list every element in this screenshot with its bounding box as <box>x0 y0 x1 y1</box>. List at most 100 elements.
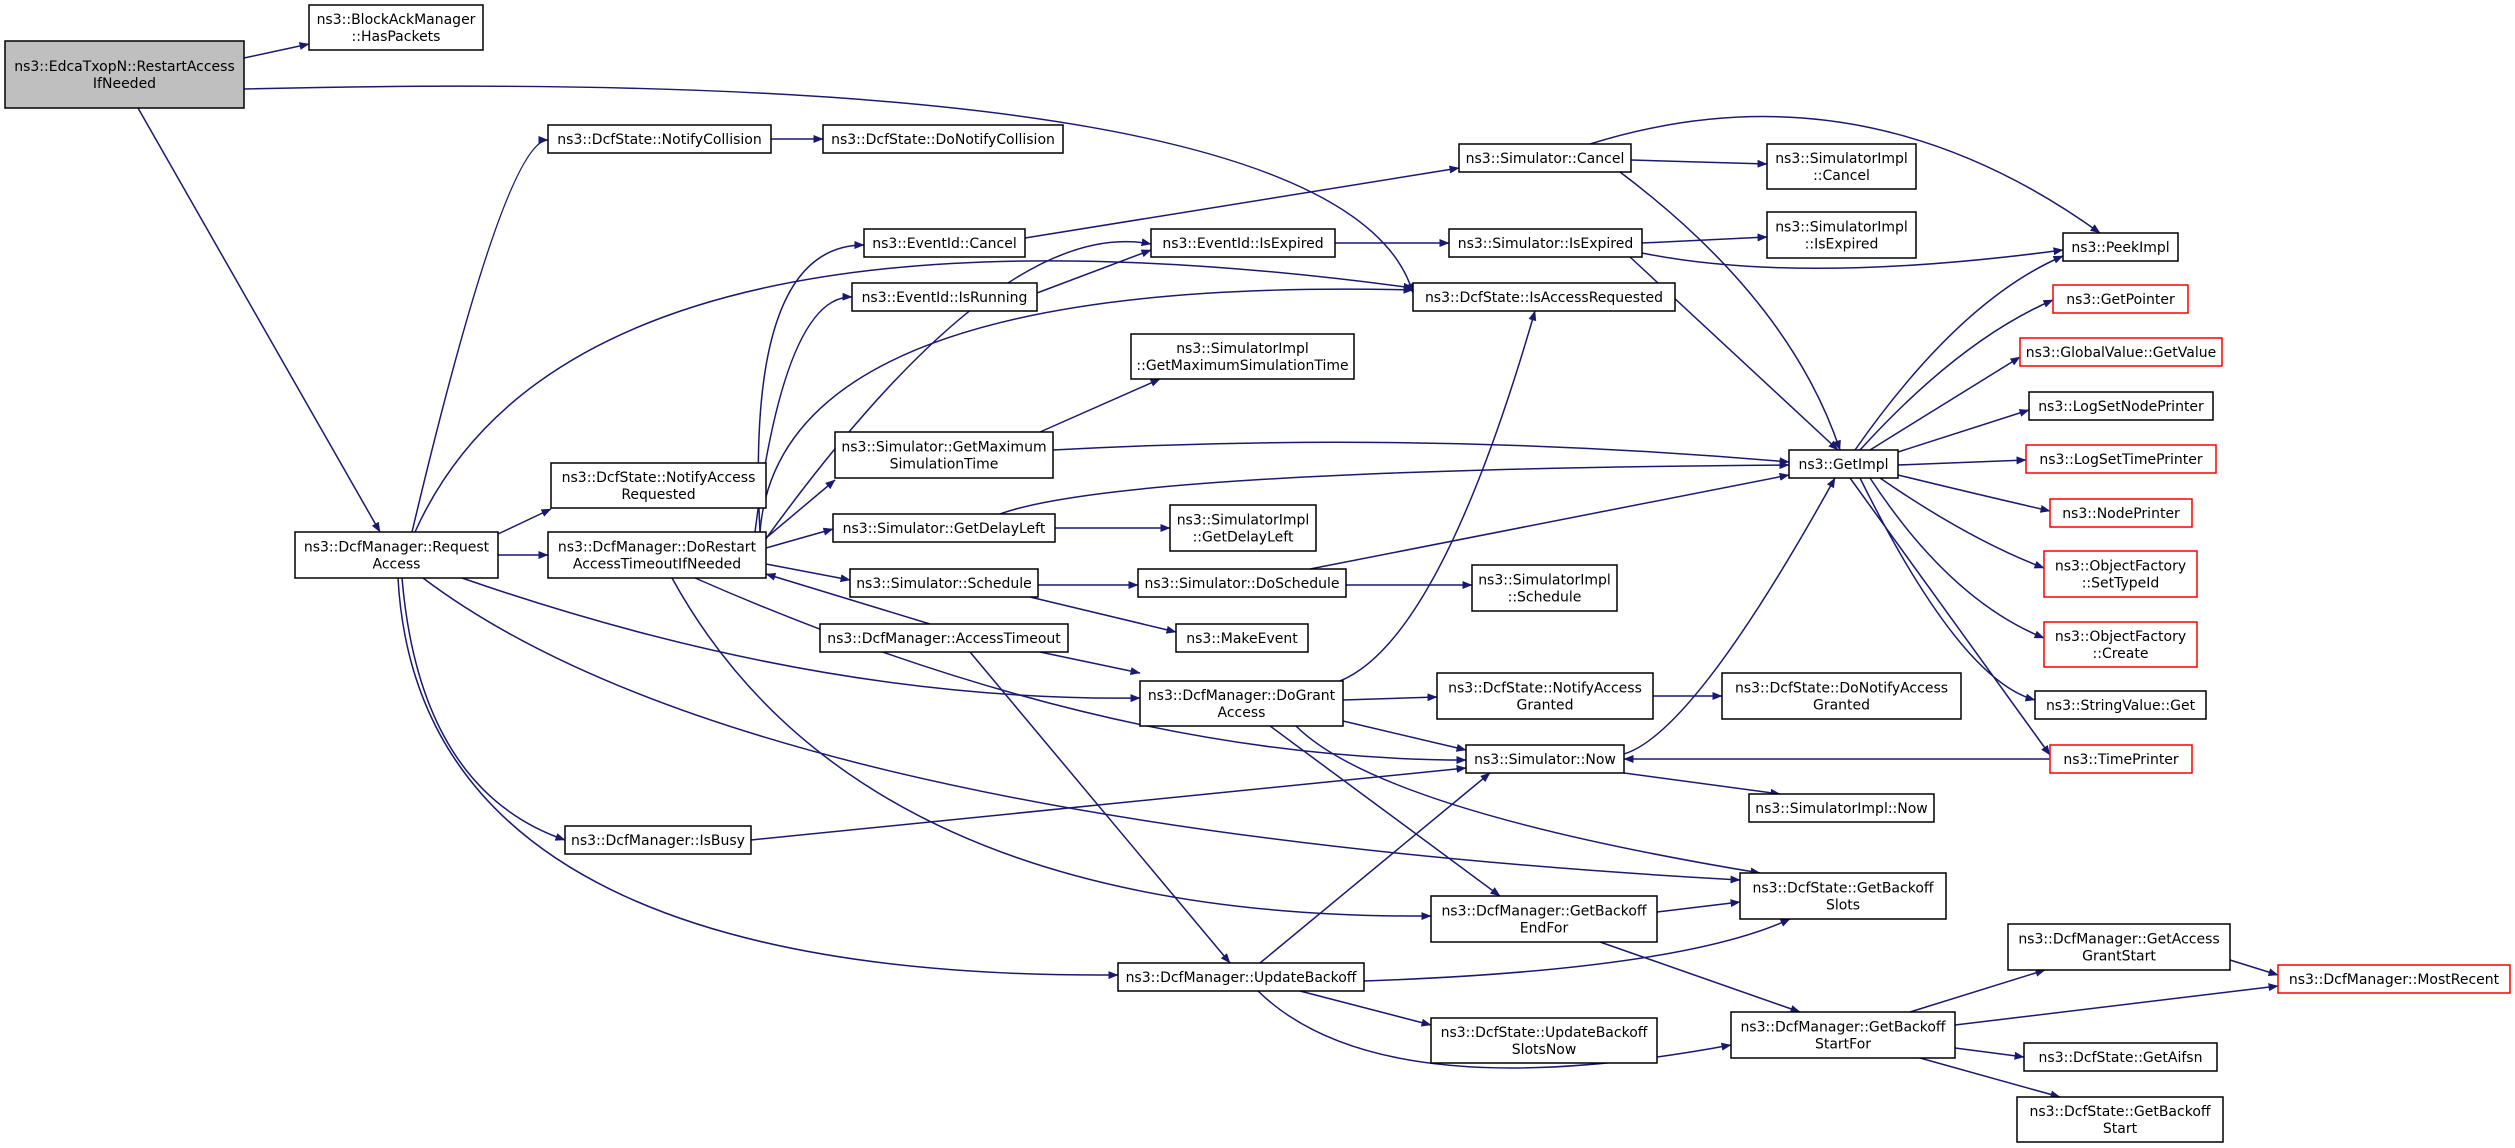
function-node-notifyColl[interactable]: ns3::DcfState::NotifyCollision <box>547 124 772 154</box>
node-box <box>1721 672 1962 720</box>
function-node-evIsExpired[interactable]: ns3::EventId::IsExpired <box>1150 228 1336 258</box>
node-label-line: ns3::DcfState::NotifyAccess <box>1448 681 1642 697</box>
call-edge-accessTimeout-to-updateBackoff <box>969 651 1231 964</box>
function-node-ofCreate[interactable]: ns3::ObjectFactory::Create <box>2043 621 2198 668</box>
node-label-line: ns3::SimulatorImpl <box>1775 220 1908 236</box>
function-node-getImpl[interactable]: ns3::GetImpl <box>1788 449 1899 479</box>
node-box <box>2019 337 2223 367</box>
node-label-line: ns3::EventId::IsExpired <box>1162 236 1323 252</box>
node-label-line: ns3::Simulator::IsExpired <box>1458 236 1634 252</box>
node-label-line: ns3::DcfState::GetAifsn <box>2039 1050 2203 1066</box>
function-node-simDoSchedule[interactable]: ns3::Simulator::DoSchedule <box>1137 568 1347 598</box>
function-node-doRestart[interactable]: ns3::DcfManager::DoRestartAccessTimeoutI… <box>547 531 767 579</box>
function-node-getPointer[interactable]: ns3::GetPointer <box>2052 284 2189 314</box>
node-label-line: ns3::SimulatorImpl::Now <box>1755 801 1928 817</box>
function-node-doNotifyColl[interactable]: ns3::DcfState::DoNotifyCollision <box>822 124 1064 154</box>
node-box <box>550 462 767 509</box>
function-node-updateBackoff[interactable]: ns3::DcfManager::UpdateBackoff <box>1117 962 1365 992</box>
function-node-stringValueGet[interactable]: ns3::StringValue::Get <box>2034 690 2207 720</box>
node-label-line: Access <box>1218 705 1266 721</box>
node-box <box>2016 1096 2224 1143</box>
node-label-line: ns3::DcfState::GetBackoff <box>2029 1104 2210 1120</box>
function-node-logSetNode[interactable]: ns3::LogSetNodePrinter <box>2028 391 2214 421</box>
function-node-accessTimeout[interactable]: ns3::DcfManager::AccessTimeout <box>819 623 1069 653</box>
node-box <box>1412 282 1676 312</box>
node-box <box>564 825 752 855</box>
node-label-line: Granted <box>1813 698 1870 714</box>
function-node-isAccessReq[interactable]: ns3::DcfState::IsAccessRequested <box>1412 282 1676 312</box>
function-node-isBusy[interactable]: ns3::DcfManager::IsBusy <box>564 825 752 855</box>
call-edge-doGrant-to-getBackoffEndFor <box>1269 725 1501 897</box>
function-node-implGetDelay[interactable]: ns3::SimulatorImpl::GetDelayLeft <box>1169 504 1317 552</box>
call-edge-doRestart-to-simGetDelay <box>765 527 834 549</box>
function-node-makeEvent[interactable]: ns3::MakeEvent <box>1175 623 1309 653</box>
function-node-simCancel[interactable]: ns3::Simulator::Cancel <box>1458 143 1632 173</box>
node-label-line: ::Create <box>2093 646 2149 662</box>
node-label-line: ns3::DcfManager::DoGrant <box>1148 688 1336 704</box>
node-label-line: ns3::SimulatorImpl <box>1177 513 1310 529</box>
function-node-simGetDelay[interactable]: ns3::Simulator::GetDelayLeft <box>832 513 1056 543</box>
call-edge-getBackoffStartFor-to-getAifsn <box>1954 1047 2025 1060</box>
function-node-ofSetTypeId[interactable]: ns3::ObjectFactory::SetTypeId <box>2043 550 2198 598</box>
node-box <box>547 124 772 154</box>
node-box <box>1130 333 1355 380</box>
function-node-peekImpl[interactable]: ns3::PeekImpl <box>2062 232 2179 262</box>
node-label-line: SlotsNow <box>1512 1042 1577 1058</box>
function-node-timePrinter[interactable]: ns3::TimePrinter <box>2049 744 2193 774</box>
node-label-line: ns3::EdcaTxopN::RestartAccess <box>14 59 235 75</box>
function-node-simGetMax[interactable]: ns3::Simulator::GetMaximumSimulationTime <box>834 431 1054 479</box>
function-node-globalValue[interactable]: ns3::GlobalValue::GetValue <box>2019 337 2223 367</box>
function-node-evCancel[interactable]: ns3::EventId::Cancel <box>863 228 1026 258</box>
function-node-implCancel[interactable]: ns3::SimulatorImpl::Cancel <box>1766 143 1917 190</box>
node-label-line: ns3::DcfManager::GetAccess <box>2018 932 2219 948</box>
function-node-nodePrinter[interactable]: ns3::NodePrinter <box>2049 498 2193 528</box>
node-label-line: ns3::ObjectFactory <box>2055 629 2186 645</box>
call-edge-getBackoffStartFor-to-getAccessGrantStart <box>1909 969 2046 1013</box>
node-label-line: ns3::DcfManager::UpdateBackoff <box>1126 970 1357 986</box>
function-node-implSchedule[interactable]: ns3::SimulatorImpl::Schedule <box>1471 564 1618 612</box>
call-edge-simSchedule-to-makeEvent <box>1029 596 1177 634</box>
call-edge-simCancel-to-implCancel <box>1630 159 1768 168</box>
function-node-implGetMax[interactable]: ns3::SimulatorImpl::GetMaximumSimulation… <box>1130 333 1355 380</box>
function-node-implNow[interactable]: ns3::SimulatorImpl::Now <box>1748 793 1935 823</box>
node-label-line: ns3::DcfManager::IsBusy <box>571 833 745 849</box>
node-box <box>1458 143 1632 173</box>
call-edge-getImpl-to-peekImpl <box>1854 255 2064 451</box>
function-node-evIsRunning[interactable]: ns3::EventId::IsRunning <box>851 282 1038 312</box>
node-label-line: ns3::ObjectFactory <box>2055 559 2186 575</box>
node-box <box>1430 895 1658 943</box>
function-node-simIsExpired[interactable]: ns3::Simulator::IsExpired <box>1448 228 1643 258</box>
node-label-line: ns3::MakeEvent <box>1186 631 1298 647</box>
node-box <box>547 531 767 579</box>
call-edge-updateBackoff-to-updateBackoffSlotsNow <box>1299 990 1432 1027</box>
node-box <box>2049 744 2193 774</box>
node-label-line: ::SetTypeId <box>2082 576 2160 592</box>
function-node-mostRecent[interactable]: ns3::DcfManager::MostRecent <box>2277 964 2511 994</box>
node-box <box>1448 228 1643 258</box>
function-node-hasPackets[interactable]: ns3::BlockAckManager::HasPackets <box>308 4 484 51</box>
node-label-line: ns3::TimePrinter <box>2063 752 2179 768</box>
function-node-implIsExpired[interactable]: ns3::SimulatorImpl::IsExpired <box>1766 211 1917 259</box>
function-node-logSetTime[interactable]: ns3::LogSetTimePrinter <box>2025 444 2217 474</box>
node-box <box>1471 564 1618 612</box>
node-box <box>2043 550 2198 598</box>
function-node-simSchedule[interactable]: ns3::Simulator::Schedule <box>849 568 1039 598</box>
node-label-line: ns3::SimulatorImpl <box>1176 341 1309 357</box>
node-label-line: ns3::DcfState::DoNotifyCollision <box>831 132 1055 148</box>
node-box <box>1430 1017 1658 1064</box>
call-edge-simNow-to-implNow <box>1623 772 1781 797</box>
function-node-getAifsn[interactable]: ns3::DcfState::GetAifsn <box>2023 1042 2218 1072</box>
function-node-simNow[interactable]: ns3::Simulator::Now <box>1465 744 1625 774</box>
